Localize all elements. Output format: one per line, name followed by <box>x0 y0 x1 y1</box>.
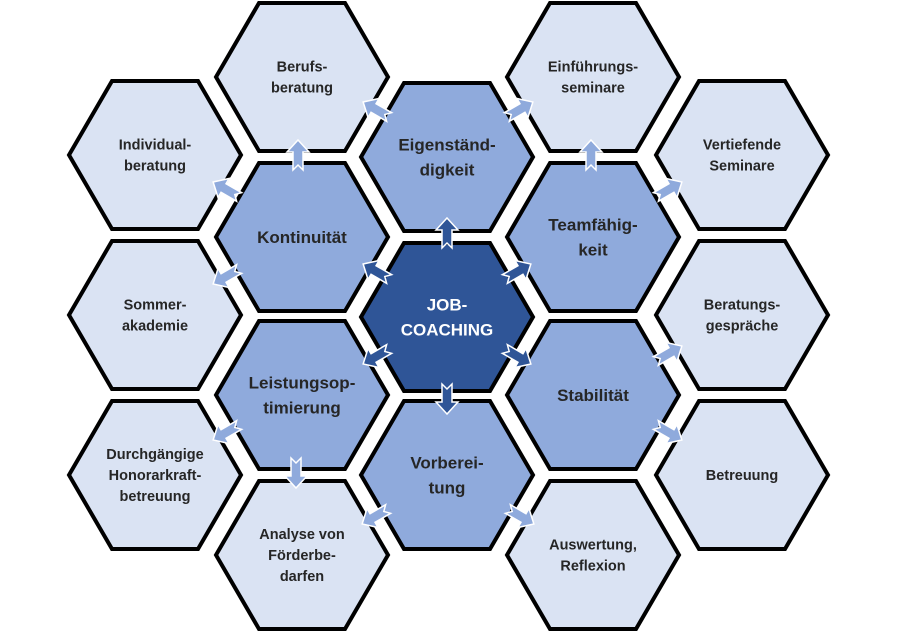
inner-hexagon-kontinuitaet: Kontinuität <box>213 161 391 313</box>
arrow-icon <box>502 97 534 123</box>
hexagon-label-line: seminare <box>561 81 625 97</box>
hexagon-shape <box>66 79 244 231</box>
hexagon-label-line: Förderbe- <box>268 548 336 564</box>
arrow-icon <box>212 263 244 289</box>
hexagon-label-line: Vorberei- <box>410 454 483 473</box>
hexagon-label-line: COACHING <box>401 320 494 339</box>
hexagon-shape <box>213 319 391 471</box>
outer-hexagon-individualberatung: Individual-beratung <box>66 79 244 231</box>
arrow-icon <box>651 419 683 445</box>
outer-hexagon-beratungsgespraeche: Beratungs-gespräche <box>653 239 831 391</box>
arrow-icon <box>283 456 309 490</box>
hexagon-label-line: Stabilität <box>557 386 629 405</box>
hexagon-shape <box>213 161 391 313</box>
hexagon-label-line: darfen <box>280 569 324 585</box>
arrow-icon <box>285 138 311 172</box>
center-arrow-icon <box>500 259 532 285</box>
center-arrow-icon <box>500 343 532 369</box>
hexagon-shape <box>66 239 244 391</box>
hexagon-label-line: betreuung <box>120 489 191 505</box>
hexagon-label-line: gespräche <box>706 319 779 335</box>
hexagon-label-line: digkeit <box>420 160 475 179</box>
hexagon-label-line: Einführungs- <box>548 60 638 76</box>
center-arrow-icon <box>362 259 394 285</box>
hexagon-shape <box>213 479 391 631</box>
hexagon-shape <box>653 239 831 391</box>
hexagon-label-line: akademie <box>122 319 188 335</box>
outer-hexagon-auswertung-reflexion: Auswertung, Reflexion <box>504 479 682 631</box>
hexagon-label-line: Analyse von <box>259 527 344 543</box>
arrow-icon <box>212 177 244 203</box>
hexagon-shape <box>66 399 244 551</box>
hexagon-label-line: beratung <box>271 81 333 97</box>
hexagon-label-line: JOB- <box>427 296 468 315</box>
hexagon-label-line: Teamfähig- <box>548 216 637 235</box>
center-hexagon-job-coaching: JOB- COACHING <box>358 241 536 393</box>
arrow-icon <box>212 419 244 445</box>
hexagon-label-line: keit <box>578 240 608 259</box>
arrow-icon <box>651 341 683 367</box>
center-arrow-icon <box>362 343 394 369</box>
hexagon-label-line: tung <box>429 478 466 497</box>
hexagon-shape <box>213 1 391 153</box>
hexagon-label-line: Betreuung <box>706 468 779 484</box>
hexagon-label-line: Reflexion <box>560 559 625 575</box>
hexagon-label-line: Berufs- <box>277 60 328 76</box>
hexagon-shape <box>358 241 536 393</box>
outer-hexagon-sommerakademie: Sommer-akademie <box>66 239 244 391</box>
hexagon-label-line: Seminare <box>709 159 774 175</box>
outer-hexagon-einfuehrungsseminare: Einführungs-seminare <box>504 1 682 153</box>
hexagon-label-line: timierung <box>263 398 340 417</box>
hexagon-label-line: Kontinuität <box>257 228 347 247</box>
hexagon-label-line: beratung <box>124 159 186 175</box>
center-arrow-icon <box>434 382 460 416</box>
hexagon-label-line: Vertiefende <box>703 138 781 154</box>
arrow-icon <box>651 177 683 203</box>
hexagon-shape <box>358 81 536 233</box>
hexagon-shape <box>504 161 682 313</box>
hexagon-label-line: Eigenständ- <box>398 136 495 155</box>
inner-hexagon-vorbereitung: Vorberei-tung <box>358 399 536 551</box>
arrow-icon <box>361 503 393 529</box>
outer-hexagon-betreuung: Betreuung <box>653 399 831 551</box>
arrow-icon <box>503 503 535 529</box>
hexagon-label-line: Beratungs- <box>704 298 781 314</box>
hexagon-shape <box>358 399 536 551</box>
hexagon-shape <box>504 479 682 631</box>
inner-hexagon-leistungsoptimierung: Leistungsop-timierung <box>213 319 391 471</box>
hexagon-label-line: Auswertung, <box>549 538 637 554</box>
arrow-icon <box>362 97 394 123</box>
hexagon-label-line: Durchgängige <box>106 447 203 463</box>
hexagon-shape <box>653 399 831 551</box>
outer-hexagon-berufsberatung: Berufs-beratung <box>213 1 391 153</box>
inner-hexagon-stabilitaet: Stabilität <box>504 319 682 471</box>
inner-hexagon-eigenstaendigkeit: Eigenständ-digkeit <box>358 81 536 233</box>
inner-hexagon-teamfaehigkeit: Teamfähig-keit <box>504 161 682 313</box>
hexagon-label-line: Sommer- <box>124 298 187 314</box>
hexagon-label-line: Honorarkraft- <box>109 468 202 484</box>
center-arrow-icon <box>434 216 460 250</box>
hexagon-shape <box>653 79 831 231</box>
hexagon-label-line: Individual- <box>119 138 192 154</box>
hexagon-shape <box>504 319 682 471</box>
hexagon-shape <box>504 1 682 153</box>
hexagon-label-line: Leistungsop- <box>249 374 356 393</box>
arrow-icon <box>578 138 604 172</box>
